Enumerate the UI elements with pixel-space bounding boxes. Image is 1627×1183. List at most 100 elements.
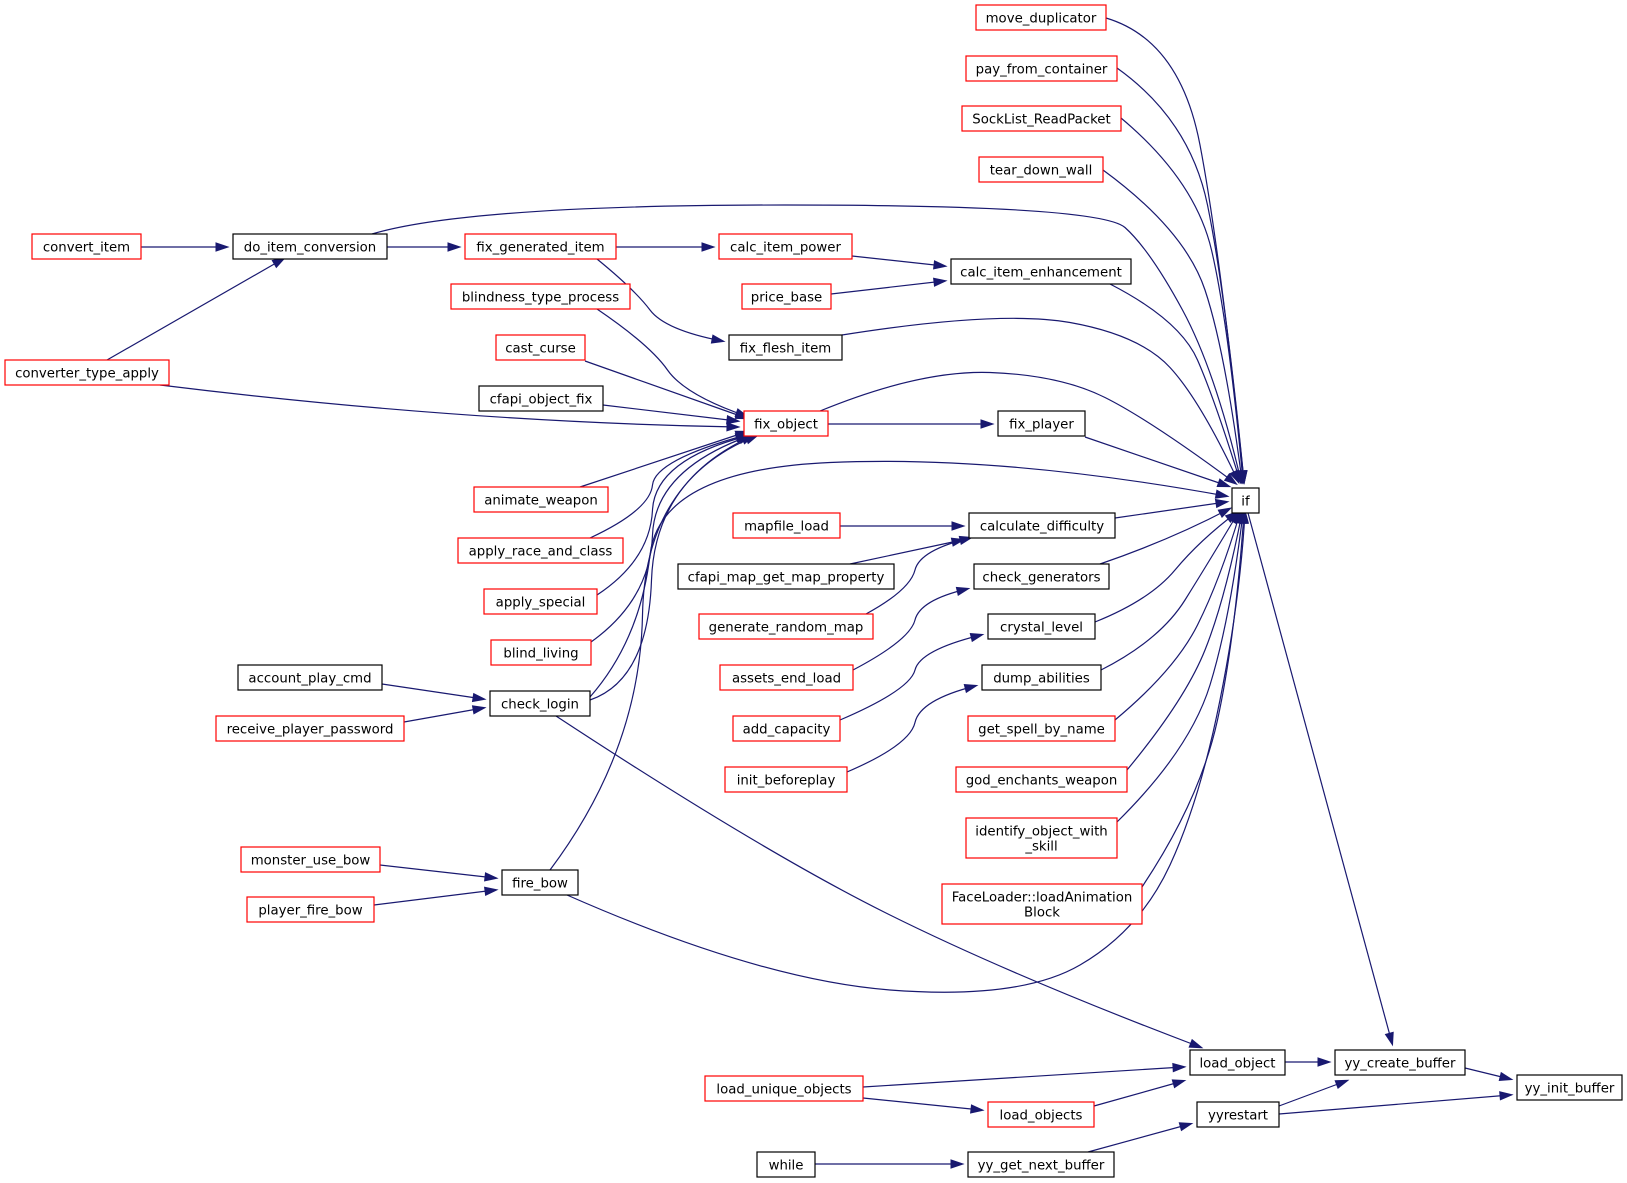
node-tear-down-wall[interactable]: tear_down_wall [978, 156, 1104, 183]
node-pay-from-container[interactable]: pay_from_container [965, 55, 1118, 82]
edge-line [596, 258, 723, 342]
node-label: yy_init_buffer [1525, 1082, 1615, 1097]
node-box [756, 1151, 816, 1178]
arrowhead [215, 242, 230, 252]
node-load-unique-objects[interactable]: load_unique_objects [704, 1075, 864, 1102]
node-move-duplicator[interactable]: move_duplicator [975, 4, 1107, 31]
edge-line [841, 317, 1239, 482]
node-identify-object-with-skill[interactable]: identify_object_with_skill [965, 817, 1118, 859]
node-cfapi-map-get-map-property[interactable]: cfapi_map_get_map_property [677, 563, 895, 590]
node-box [489, 690, 591, 717]
node-label: check_generators [982, 571, 1100, 586]
node-label: move_duplicator [986, 12, 1097, 27]
node-init-beforeplay[interactable]: init_beforeplay [724, 766, 848, 793]
edge-line [549, 435, 757, 871]
node-check-login[interactable]: check_login [489, 690, 591, 717]
node-monster-use-bow[interactable]: monster_use_bow [240, 846, 381, 873]
node-yy-init-buffer[interactable]: yy_init_buffer [1516, 1074, 1623, 1101]
edge-line [589, 460, 1227, 698]
edge-line [862, 1097, 982, 1111]
nodes-layer: yy_init_buffer yy_create_buffer yyrestart l… [4, 4, 1623, 1178]
edge-while-to-yy_get_next_buffer [815, 1159, 965, 1169]
node-do-item-conversion[interactable]: do_item_conversion [232, 233, 388, 260]
node-label: calculate_difficulty [980, 520, 1104, 535]
edge-animate_weapon-to-fix_object [579, 430, 750, 488]
node-mapfile-load[interactable]: mapfile_load [732, 512, 841, 539]
node-get-spell-by-name[interactable]: get_spell_by_name [967, 715, 1116, 742]
edge-add_capacity-to-crystal_level [839, 632, 985, 721]
node-box [501, 869, 579, 896]
node-box [955, 766, 1128, 793]
node-box [490, 639, 592, 666]
node-cast-curse[interactable]: cast_curse [495, 334, 586, 361]
node-load-objects[interactable]: load_objects [987, 1101, 1095, 1128]
node-if[interactable]: if [1231, 487, 1260, 514]
node-box [724, 766, 848, 793]
edge-converter_type_apply-to-do_item_conversion [106, 257, 287, 361]
node-generate-random-map[interactable]: generate_random_map [698, 613, 874, 640]
node-apply-special[interactable]: apply_special [483, 588, 598, 615]
node-convert-item[interactable]: convert_item [31, 233, 142, 260]
arrowhead [963, 684, 979, 694]
node-label: tear_down_wall [990, 164, 1093, 179]
node-add-capacity[interactable]: add_capacity [732, 715, 841, 742]
edge-check_login-to-if [589, 460, 1230, 698]
node-box [732, 715, 841, 742]
node-calc-item-power[interactable]: calc_item_power [718, 233, 853, 260]
node-while[interactable]: while [756, 1151, 816, 1178]
node-dump-abilities[interactable]: dump_abilities [981, 664, 1102, 691]
node-calculate-difficulty[interactable]: calculate_difficulty [968, 512, 1116, 539]
node-god-enchants-weapon[interactable]: god_enchants_weapon [955, 766, 1128, 793]
arrowhead [955, 586, 971, 596]
edge-line [819, 371, 1236, 484]
node-load-object[interactable]: load_object [1189, 1049, 1286, 1076]
node-player-fire-bow[interactable]: player_fire_bow [246, 896, 375, 923]
edge-line [1116, 512, 1244, 823]
node-price-base[interactable]: price_base [741, 283, 832, 310]
node-box [31, 233, 142, 260]
node-label: init_beforeplay [737, 774, 836, 789]
node-fix-flesh-item[interactable]: fix_flesh_item [728, 334, 843, 361]
edge-tear_down_wall-to-if [1102, 169, 1246, 485]
node-yy-create-buffer[interactable]: yy_create_buffer [1334, 1049, 1466, 1076]
node-box [677, 563, 895, 590]
node-account-play-cmd[interactable]: account_play_cmd [237, 664, 383, 691]
arrowhead [1178, 1122, 1194, 1132]
node-converter-type-apply[interactable]: converter_type_apply [4, 359, 170, 386]
node-label: god_enchants_weapon [966, 774, 1118, 789]
edge-line [602, 404, 738, 422]
arrowhead [1499, 1091, 1514, 1101]
node-receive-player-password[interactable]: receive_player_password [215, 715, 405, 742]
node-label: pay_from_container [976, 63, 1108, 78]
node-calc-item-enhancement[interactable]: calc_item_enhancement [950, 258, 1132, 285]
edge-check_login-to-load_object [555, 715, 1204, 1049]
node-yy-get-next-buffer[interactable]: yy_get_next_buffer [967, 1151, 1115, 1178]
edge-dump_abilities-to-if [1100, 509, 1240, 671]
node-apply-race-and-class[interactable]: apply_race_and_class [457, 537, 624, 564]
node-animate-weapon[interactable]: animate_weapon [473, 486, 609, 513]
node-crystal-level[interactable]: crystal_level [987, 613, 1096, 640]
node-label: monster_use_bow [251, 854, 371, 869]
node-check-generators[interactable]: check_generators [973, 563, 1110, 590]
node-fire-bow[interactable]: fire_bow [501, 869, 579, 896]
arrowhead [471, 692, 487, 703]
node-assets-end-load[interactable]: assets_end_load [719, 664, 854, 691]
node-fix-player[interactable]: fix_player [997, 410, 1086, 437]
arrowhead [933, 260, 948, 270]
node-blind-living[interactable]: blind_living [490, 639, 592, 666]
node-fix-generated-item[interactable]: fix_generated_item [464, 233, 617, 260]
node-yyrestart[interactable]: yyrestart [1196, 1101, 1280, 1128]
node-label: yyrestart [1208, 1109, 1268, 1124]
node-fix-object[interactable]: fix_object [743, 410, 829, 437]
node-label: do_item_conversion [244, 241, 377, 256]
edge-line [1114, 501, 1227, 519]
node-cfapi-object-fix[interactable]: cfapi_object_fix [478, 385, 604, 412]
node-label: load_objects [1000, 1109, 1083, 1124]
edge-cfapi_object_fix-to-fix_object [602, 404, 741, 425]
edge-load_objects-to-load_object [1093, 1079, 1187, 1107]
arrowhead [1214, 489, 1230, 499]
node-socklist-readpacket[interactable]: SockList_ReadPacket [961, 105, 1122, 132]
node-blindness-type-process[interactable]: blindness_type_process [450, 283, 631, 310]
